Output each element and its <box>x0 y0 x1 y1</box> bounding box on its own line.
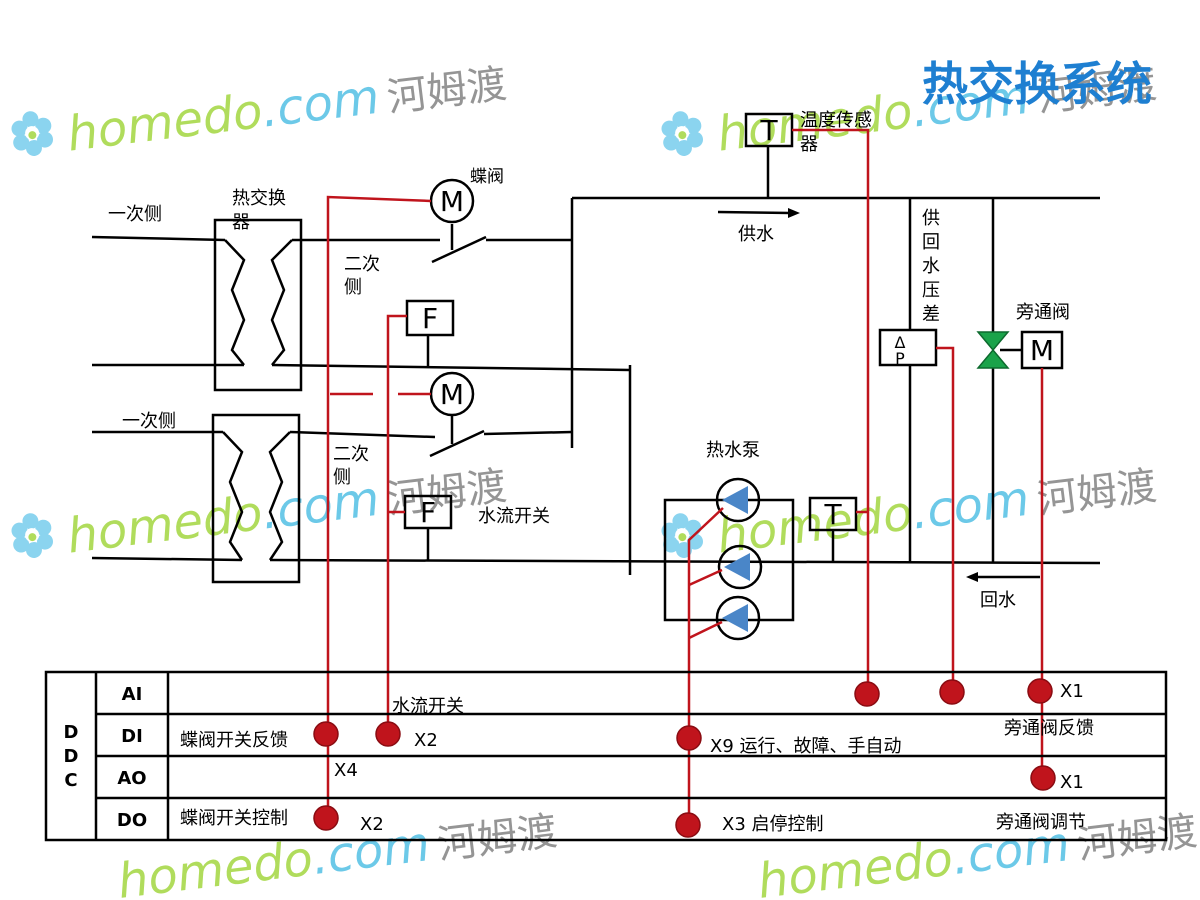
label-dp-char: 压 <box>922 280 940 301</box>
heat-exchanger-2 <box>211 413 301 584</box>
hot-water-pump-3 <box>715 595 761 641</box>
terminal-dot <box>676 725 702 751</box>
label-primary-side-2: 一次侧 <box>122 411 176 432</box>
terminal-dot <box>939 679 965 705</box>
flow-symbol: F <box>420 496 436 529</box>
wm-domain: .com <box>909 471 1033 541</box>
watermark-1: homedo.com河姆渡 <box>11 53 509 163</box>
svg-text:homedo.com河姆渡: homedo.com河姆渡 <box>64 53 509 162</box>
terminal-dot <box>1027 678 1053 704</box>
wm-cn: 河姆渡 <box>1034 463 1159 523</box>
ddc-char: C <box>64 770 77 791</box>
label-butterfly-valve: 蝶阀 <box>470 167 504 187</box>
label-water-flow-switch: 水流开关 <box>478 506 550 527</box>
label-hot-water-pump: 热水泵 <box>706 440 760 461</box>
ddc-table: D D C AI DI AO DO <box>44 670 1168 842</box>
ann-valve-control: 蝶阀开关控制 <box>180 808 288 829</box>
diagram-labels: 一次侧 一次侧 热交换 器 蝶阀 二次 侧 二次 侧 温度传感 器 供水 回水 … <box>108 110 1070 611</box>
ann-x9: X9 运行、故障、手自动 <box>710 736 902 757</box>
label-dp-char: 回 <box>922 232 940 253</box>
motor-symbol: M <box>440 378 464 411</box>
ann-x1-ai: X1 <box>1060 681 1084 702</box>
temperature-sensor-return: T <box>808 496 858 532</box>
label-secondary-2-l1: 二次 <box>333 444 369 465</box>
label-dp-char: 差 <box>922 304 940 325</box>
pipe-network <box>91 146 1101 622</box>
label-return-water: 回水 <box>980 590 1016 611</box>
dp-symbol-bottom: P <box>895 349 905 368</box>
ddc-char: D <box>64 722 79 743</box>
flow-switch-1: F <box>405 299 455 337</box>
differential-pressure-sensor: Δ P <box>878 328 938 368</box>
wm-domain: .com <box>259 69 383 139</box>
ann-x2-do: X2 <box>360 814 384 835</box>
ddc-row-do: DO <box>117 810 147 831</box>
terminal-dot <box>375 721 401 747</box>
butterfly-valve-actuator-2: M <box>429 371 475 417</box>
ddc-char: D <box>64 746 79 767</box>
flower-logo-icon <box>661 111 704 157</box>
ann-bypass-adjust: 旁通阀调节 <box>996 812 1086 833</box>
label-secondary-1-l1: 二次 <box>344 254 380 275</box>
motor-symbol: M <box>1030 334 1054 367</box>
label-secondary-2-l2: 侧 <box>333 467 351 488</box>
terminal-dot <box>313 721 339 747</box>
label-supply-water: 供水 <box>738 224 774 245</box>
ann-x2-di: X2 <box>414 730 438 751</box>
flower-logo-icon <box>11 111 54 157</box>
ddc-row-di: DI <box>121 726 143 747</box>
label-secondary-1-l2: 侧 <box>344 277 362 298</box>
ann-bypass-feedback: 旁通阀反馈 <box>1004 718 1094 739</box>
label-heat-exchanger-l2: 器 <box>232 212 250 233</box>
label-dp-char: 供 <box>922 208 940 229</box>
ann-valve-feedback: 蝶阀开关反馈 <box>180 730 288 751</box>
label-bypass-valve: 旁通阀 <box>1016 302 1070 323</box>
ddc-row-ao: AO <box>117 768 146 789</box>
temperature-symbol: T <box>823 498 842 531</box>
terminal-dot <box>1030 765 1056 791</box>
flower-logo-icon <box>11 513 54 559</box>
butterfly-valve-actuator-1: M <box>429 178 475 224</box>
label-dp-char: 水 <box>922 256 940 277</box>
svg-text:homedo.com河姆渡: homedo.com河姆渡 <box>714 455 1159 564</box>
hot-water-pump-2 <box>717 544 763 590</box>
ddc-terminals <box>313 678 1056 838</box>
terminal-dot <box>854 681 880 707</box>
heat-exchanger-1 <box>213 218 303 392</box>
page-title: 热交换系统 <box>922 57 1152 111</box>
temperature-symbol: T <box>759 114 778 147</box>
bypass-valve: M <box>976 330 1064 370</box>
label-heat-exchanger-l1: 热交换 <box>232 188 286 209</box>
watermark-layer: homedo.com河姆渡 homedo.com河姆渡 homedo.com河姆… <box>11 53 1200 900</box>
label-temp-sensor-l1: 温度传感 <box>800 110 872 131</box>
terminal-dot <box>675 812 701 838</box>
motor-symbol: M <box>440 185 464 218</box>
supply-arrow-icon <box>717 208 800 218</box>
flow-symbol: F <box>422 302 438 335</box>
label-temp-sensor-l2: 器 <box>800 134 818 155</box>
wm-cn: 河姆渡 <box>1075 808 1200 868</box>
ann-x4: X4 <box>334 760 358 781</box>
terminal-dot <box>313 805 339 831</box>
hot-water-pump-1 <box>715 477 761 523</box>
ann-x1-ao: X1 <box>1060 772 1084 793</box>
dp-symbol-top: Δ <box>895 333 906 352</box>
ann-x3: X3 启停控制 <box>722 814 824 835</box>
wm-cn: 河姆渡 <box>435 808 560 868</box>
wm-cn: 河姆渡 <box>384 61 509 121</box>
flower-logo-icon <box>661 513 704 559</box>
label-primary-side-1: 一次侧 <box>108 204 162 225</box>
ddc-row-ai: AI <box>122 684 143 705</box>
wm-brand: homedo <box>64 83 265 162</box>
ann-flow-switch: 水流开关 <box>392 696 464 717</box>
ddc-annotations: 水流开关 蝶阀开关反馈 X2 X4 X9 运行、故障、手自动 X1 旁通阀反馈 … <box>180 681 1094 835</box>
return-arrow-icon <box>966 572 1040 582</box>
svg-text:homedo.com河姆渡: homedo.com河姆渡 <box>64 455 509 564</box>
